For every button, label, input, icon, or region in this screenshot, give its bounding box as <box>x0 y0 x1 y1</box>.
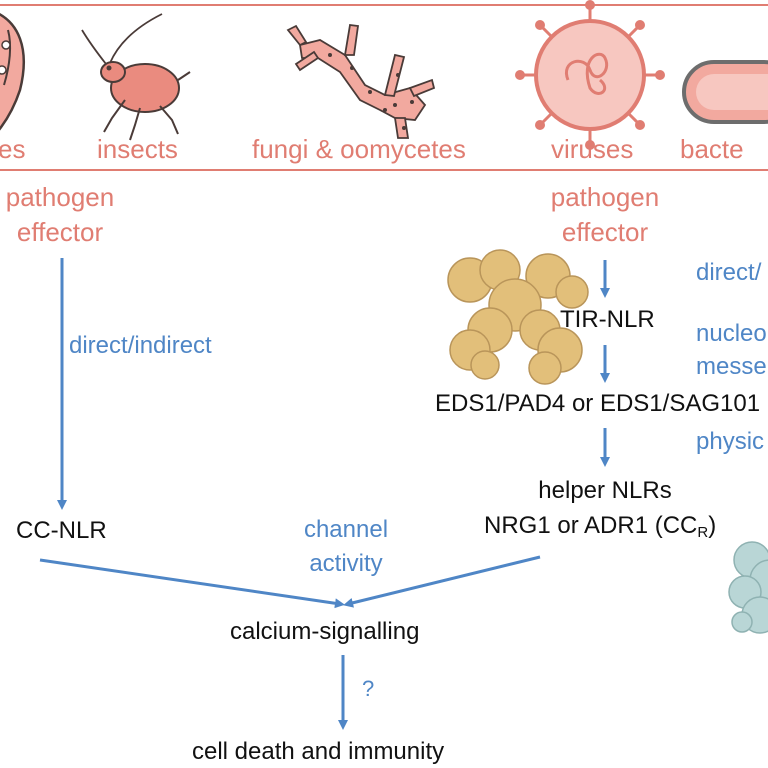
cc-nlr-label: CC-NLR <box>16 517 107 544</box>
nrg1-adr1-label: NRG1 or ADR1 (CCR) <box>484 512 717 541</box>
helper-nlrs-label: helper NLRs <box>538 477 672 504</box>
pathogen-banner <box>0 4 768 171</box>
calcium-signalling-label: calcium-signalling <box>230 618 420 645</box>
channel-activity-line2: activity <box>309 550 383 577</box>
cell-death-immunity-label: cell death and immunity <box>192 738 445 765</box>
left-effector-line2: effector <box>16 217 104 247</box>
left-recognition-label: direct/indirect <box>69 332 212 359</box>
fungi-oomycetes-label: fungi & oomycetes <box>252 134 466 164</box>
tir-nlr-label: TIR-NLR <box>560 306 655 333</box>
nucleotide-label: nucleo <box>696 320 767 347</box>
nematodes-label: es <box>0 134 26 164</box>
fungi-icon <box>286 23 436 139</box>
uncertain-step-label: ? <box>362 676 375 701</box>
right-effector-line1: pathogen <box>550 182 660 212</box>
helper-to-calcium-arrow <box>343 555 541 608</box>
insect-icon <box>81 13 191 141</box>
left-effector-line1: pathogen <box>5 182 115 212</box>
insects-label: insects <box>97 134 178 164</box>
eds1-complex-label: EDS1/PAD4 or EDS1/SAG101 <box>435 390 761 417</box>
virus-icon <box>515 0 665 150</box>
physical-label: physic <box>696 428 765 455</box>
tir-nlr-structure-icon <box>447 249 589 385</box>
ccnlr-to-calcium-arrow <box>39 558 345 609</box>
helper-nlr-structure-icon <box>728 541 768 634</box>
messenger-label: messe <box>696 353 767 380</box>
channel-activity-line1: channel <box>303 516 389 543</box>
viruses-label: viruses <box>551 134 634 164</box>
right-recognition-label: direct/ <box>696 259 762 286</box>
bacteria-label: bacte <box>680 134 744 164</box>
right-effector-line2: effector <box>561 217 649 247</box>
bacterium-icon <box>682 60 768 124</box>
nematode-icon <box>0 13 25 131</box>
